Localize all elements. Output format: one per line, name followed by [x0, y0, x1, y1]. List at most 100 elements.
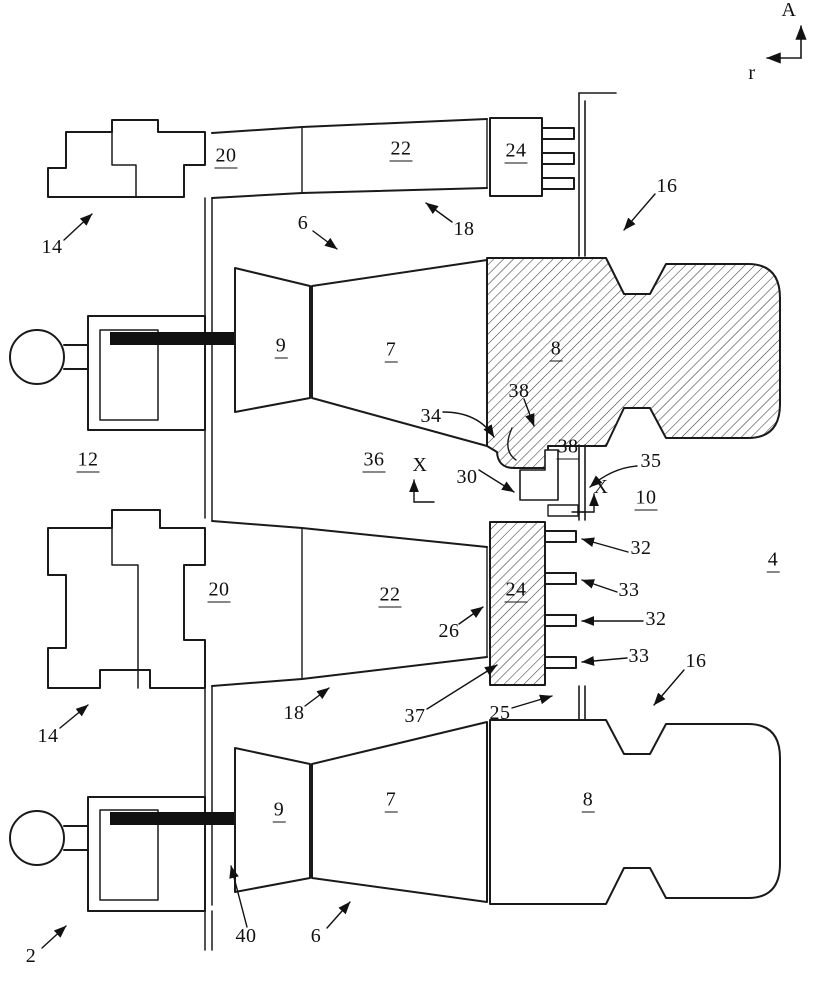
ref-40: 40 [235, 925, 257, 947]
section-arrow-x-left [409, 479, 435, 503]
ref-16-s2: 16 [685, 650, 707, 672]
seal-carrier-piece [519, 449, 559, 501]
leader-40 [229, 865, 248, 928]
ref-7-s2: 7 [384, 788, 398, 813]
leader-16-bottom [653, 669, 685, 706]
ref-6-s2: 6 [310, 925, 322, 947]
band2-bottom-edge [211, 656, 488, 687]
inner-platform-24-hatched [489, 521, 546, 686]
ref-32-b: 32 [645, 608, 667, 630]
ref-37: 37 [404, 705, 426, 727]
seal-fin [544, 614, 577, 627]
leader-38-top [523, 398, 535, 427]
leader-18-bottom [304, 687, 330, 707]
leader-6-top [312, 230, 338, 250]
seal-strip-black [110, 812, 250, 825]
ref-24-s2: 24 [504, 578, 528, 603]
ref-32-a: 32 [630, 537, 652, 559]
band1-top-edge [211, 118, 488, 134]
ref-4: 4 [766, 548, 780, 573]
section-arrow-x-right [571, 493, 599, 513]
leader-30 [478, 469, 515, 493]
band1-bottom-edge [211, 187, 488, 199]
seal-fin [544, 572, 577, 585]
ref-a-axis: A [781, 0, 797, 21]
ref-16-s1: 16 [656, 175, 678, 197]
leader-35 [589, 465, 638, 488]
vane-assembly-stage2 [9, 796, 250, 912]
shroud-stage1-interlock-line [111, 131, 137, 198]
vane-assembly-stage1 [9, 315, 250, 431]
ref-34: 34 [420, 405, 442, 427]
ref-18-s2: 18 [283, 702, 305, 724]
ref-6-s1: 6 [297, 212, 309, 234]
leader-14-top [63, 213, 93, 241]
ref-9-s2: 9 [272, 798, 286, 823]
airfoil-7-stage1 [311, 259, 488, 447]
platform-9-stage2 [234, 747, 311, 893]
seal-fin [541, 152, 575, 165]
leader-14-bottom [59, 704, 89, 729]
ref-20-s1: 20 [214, 144, 238, 169]
ref-2: 2 [25, 945, 37, 967]
shroud-stage2-interlock-line [111, 527, 139, 689]
ref-12: 12 [76, 448, 100, 473]
leader-32-a [581, 537, 629, 553]
seal-strip-black [110, 332, 250, 345]
leader-33-a [581, 579, 618, 593]
ref-25: 25 [489, 702, 511, 724]
leader-26 [458, 606, 484, 625]
drawing-outlines [9, 25, 807, 951]
ref-x-right: X [593, 476, 609, 498]
shroud-stage1 [47, 119, 206, 198]
boss-circle [9, 329, 65, 385]
ref-22-s1: 22 [389, 137, 413, 162]
ref-7-s1: 7 [384, 338, 398, 363]
ref-30: 30 [456, 466, 478, 488]
ref-22-s2: 22 [378, 583, 402, 608]
leader-6-bottom [326, 901, 351, 929]
ref-36: 36 [362, 448, 386, 473]
ref-38-b: 38 [556, 435, 580, 460]
ref-26: 26 [438, 620, 460, 642]
ref-r-axis: r [748, 62, 756, 84]
band2-top-edge [211, 520, 488, 548]
leader-arrows [41, 193, 685, 949]
ref-24-s1: 24 [504, 139, 528, 164]
seal-fin [541, 177, 575, 190]
blade-root-8-hatched [486, 257, 781, 469]
platform-9-stage1 [234, 267, 311, 413]
leader-34 [442, 411, 495, 438]
leader-16-top [623, 193, 656, 231]
ref-20-s2: 20 [207, 578, 231, 603]
leader-37 [426, 664, 498, 710]
ref-38-a: 38 [508, 380, 530, 402]
ref-33-b: 33 [628, 645, 650, 667]
blade-root-8-stage2 [489, 719, 781, 905]
leader-25 [511, 694, 553, 709]
axis-indicator-icon [766, 25, 807, 64]
seal-fin [547, 504, 579, 517]
ref-8-s1: 8 [549, 337, 563, 362]
ref-x-left: X [412, 454, 428, 476]
leader-2 [41, 925, 67, 949]
ref-33-a: 33 [618, 579, 640, 601]
ref-35: 35 [640, 450, 662, 472]
inner-platform-stage1 [489, 117, 543, 197]
boss-circle [9, 810, 65, 866]
ref-8-s2: 8 [581, 788, 595, 813]
airfoil-7-stage2 [311, 721, 488, 903]
seal-fin [541, 127, 575, 140]
leader-33-b [581, 656, 628, 666]
annulus-lines [204, 197, 213, 951]
ref-10: 10 [634, 486, 658, 511]
ref-18-s1: 18 [453, 218, 475, 240]
ref-9-s1: 9 [274, 334, 288, 359]
ref-14-s1: 14 [41, 236, 63, 258]
root-pocket-curve [507, 427, 517, 461]
seal-fin [544, 656, 577, 669]
seal-fin [544, 530, 577, 543]
shroud-stage2 [47, 509, 206, 689]
